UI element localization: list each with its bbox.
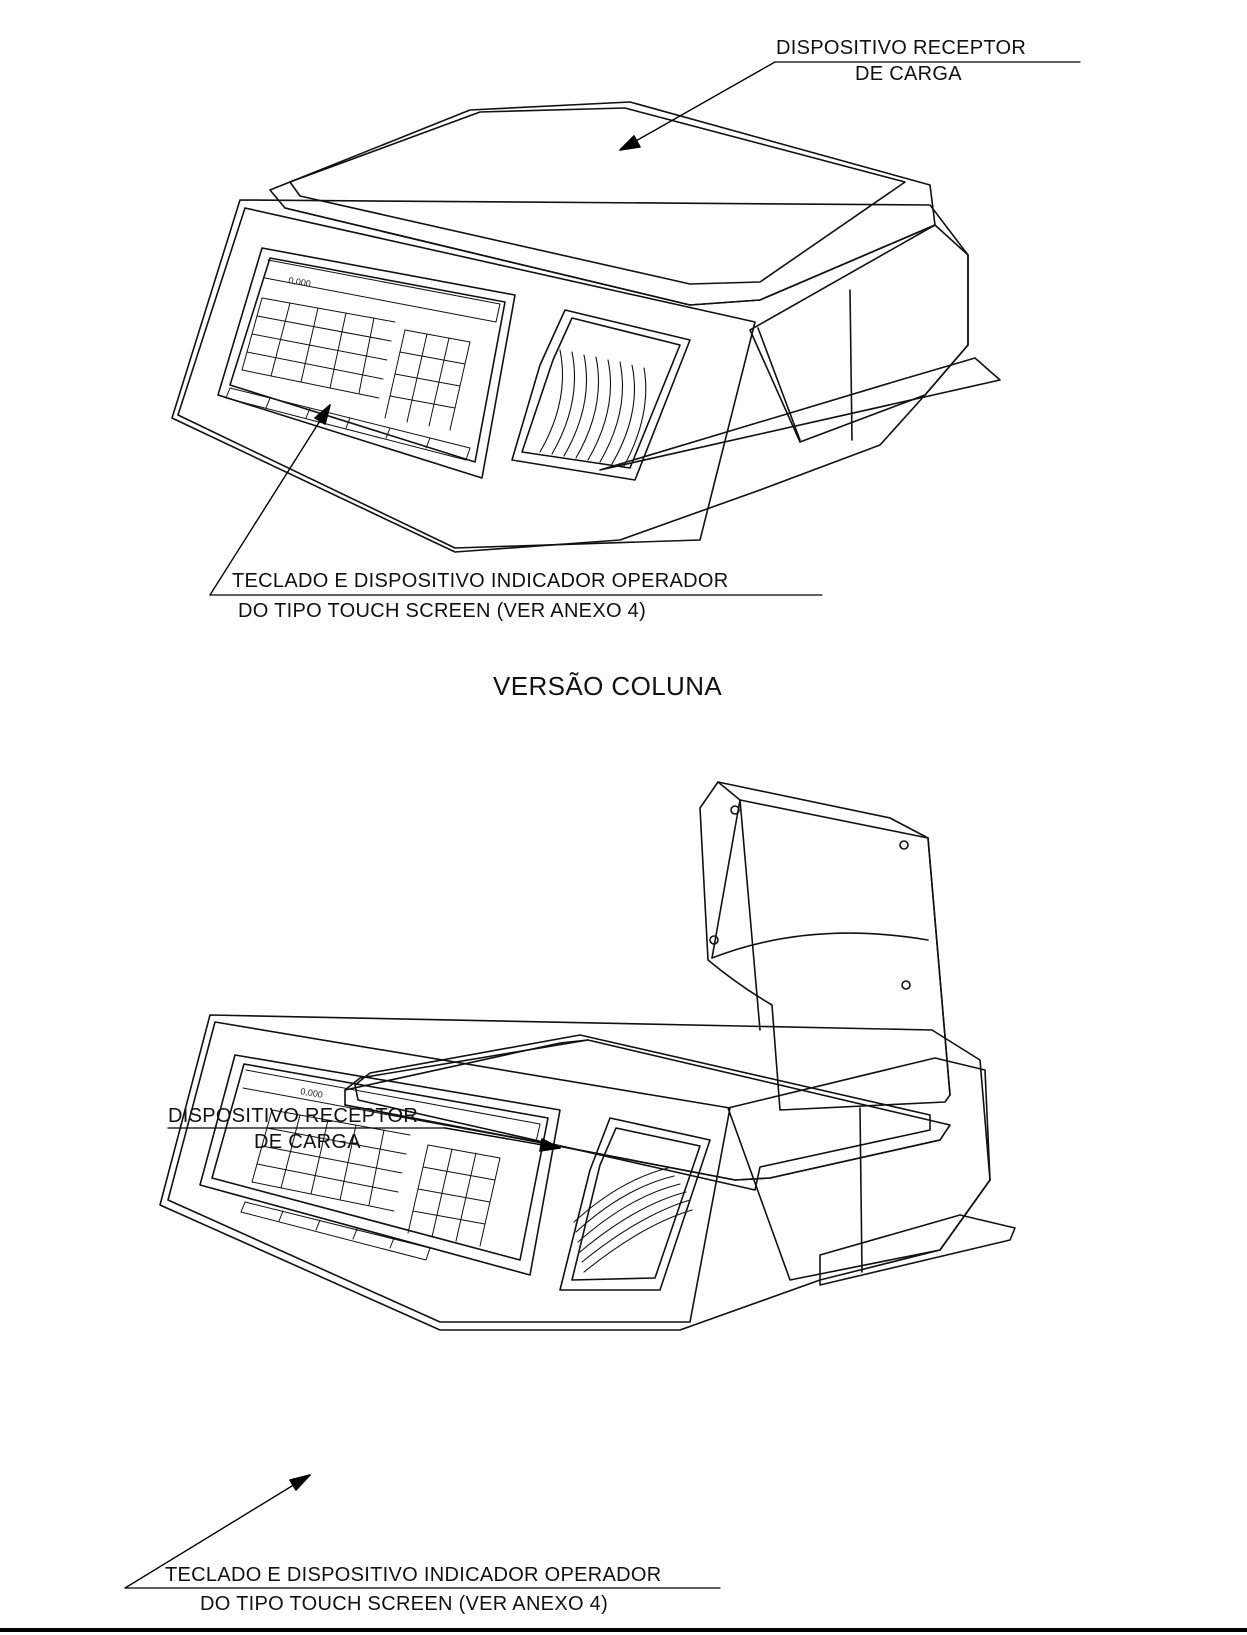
bottom-scale-drawing: 0,000 bbox=[124, 781, 1016, 1589]
bottom-touch-screen-arrowhead bbox=[289, 1474, 311, 1491]
top-scale-touch-screen: 0,000 bbox=[217, 247, 516, 479]
bottom-load-receiver-arrowhead bbox=[539, 1138, 561, 1152]
bottom-scale-front-bezel bbox=[167, 1021, 731, 1323]
top-touch-screen-label-line1: TECLADO E DISPOSITIVO INDICADOR OPERADOR bbox=[232, 570, 729, 592]
top-screen-weight-readout: 0,000 bbox=[288, 275, 312, 289]
top-touch-screen-label-line2: DO TIPO TOUCH SCREEN (VER ANEXO 4) bbox=[238, 600, 647, 622]
bottom-touch-screen-label-line2: DO TIPO TOUCH SCREEN (VER ANEXO 4) bbox=[200, 1593, 609, 1615]
top-load-receiver-label-line1: DISPOSITIVO RECEPTOR bbox=[776, 37, 1027, 59]
bottom-scale-printer-slot bbox=[559, 1117, 711, 1291]
top-load-receiver-label-line2: DE CARGA bbox=[855, 63, 962, 85]
top-scale-platter bbox=[269, 101, 936, 306]
top-scale-drawing: 0,000 bbox=[171, 61, 1081, 596]
bottom-touch-screen-label-line1: TECLADO E DISPOSITIVO INDICADOR OPERADOR bbox=[165, 1564, 662, 1586]
bottom-scale-side-panel bbox=[727, 1057, 991, 1281]
bottom-scale-touch-screen: 0,000 bbox=[199, 1054, 561, 1276]
top-touch-screen-arrowhead bbox=[314, 404, 331, 425]
top-scale-base-foot bbox=[599, 357, 1001, 471]
bottom-scale-column bbox=[699, 781, 951, 1111]
section-title: VERSÃO COLUNA bbox=[493, 671, 723, 701]
top-scale-front-bezel bbox=[177, 207, 756, 549]
bottom-load-receiver-label-line1: DISPOSITIVO RECEPTOR bbox=[168, 1105, 419, 1127]
top-touch-screen-leader bbox=[209, 404, 331, 596]
bottom-scale-base-foot bbox=[819, 1214, 1016, 1286]
top-load-receiver-arrowhead bbox=[619, 135, 641, 151]
bottom-screen-weight-readout: 0,000 bbox=[300, 1086, 324, 1100]
bottom-load-receiver-label-line2: DE CARGA bbox=[254, 1131, 361, 1153]
bottom-scale-housing bbox=[159, 1014, 991, 1331]
bottom-scale-platter bbox=[344, 1034, 951, 1191]
top-load-receiver-leader bbox=[619, 61, 776, 151]
bottom-touch-screen-leader bbox=[124, 1474, 311, 1589]
top-scale-printer-slot bbox=[511, 309, 691, 481]
